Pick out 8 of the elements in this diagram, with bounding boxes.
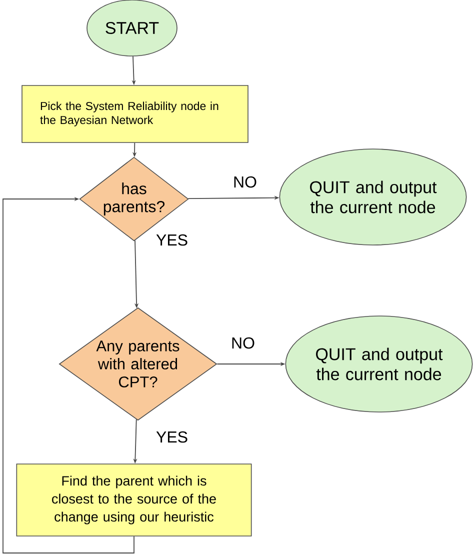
arrow xyxy=(2,196,134,554)
process-box: Find the parent which is closest to the source of the change using our heuristic xyxy=(16,464,252,536)
end-oval: QUIT and output the current node xyxy=(279,148,467,246)
edge-label: YES xyxy=(155,430,189,444)
end-oval: QUIT and output the current node xyxy=(285,316,473,412)
process-box: Pick the System Reliability node in the Bayesian Network xyxy=(22,85,248,143)
edge-label: NO xyxy=(232,175,258,189)
edge-label: NO xyxy=(230,336,256,350)
